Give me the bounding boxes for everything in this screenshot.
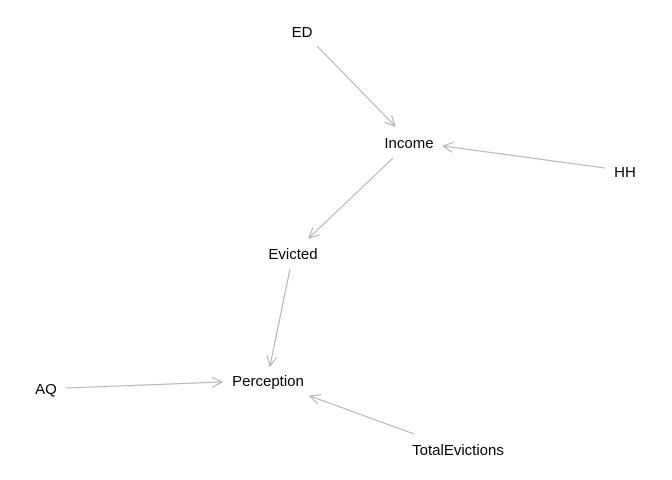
node-totalevictions: TotalEvictions	[412, 442, 504, 459]
node-income: Income	[384, 135, 433, 152]
edge-income-to-evicted	[309, 157, 394, 238]
edge-ed-to-income	[316, 45, 395, 126]
node-hh: HH	[614, 164, 636, 181]
edge-aq-to-perception	[65, 382, 222, 389]
edges-layer	[65, 45, 606, 435]
edge-evicted-to-perception	[270, 268, 291, 366]
node-evicted: Evicted	[268, 246, 317, 263]
node-perception: Perception	[232, 373, 304, 390]
edge-hh-to-income	[443, 146, 606, 169]
edge-totalevictions-to-perception	[310, 396, 415, 435]
node-aq: AQ	[35, 381, 57, 398]
nodes-layer: ED Income HH Evicted AQ Perception Total…	[35, 24, 636, 459]
node-ed: ED	[292, 24, 313, 41]
